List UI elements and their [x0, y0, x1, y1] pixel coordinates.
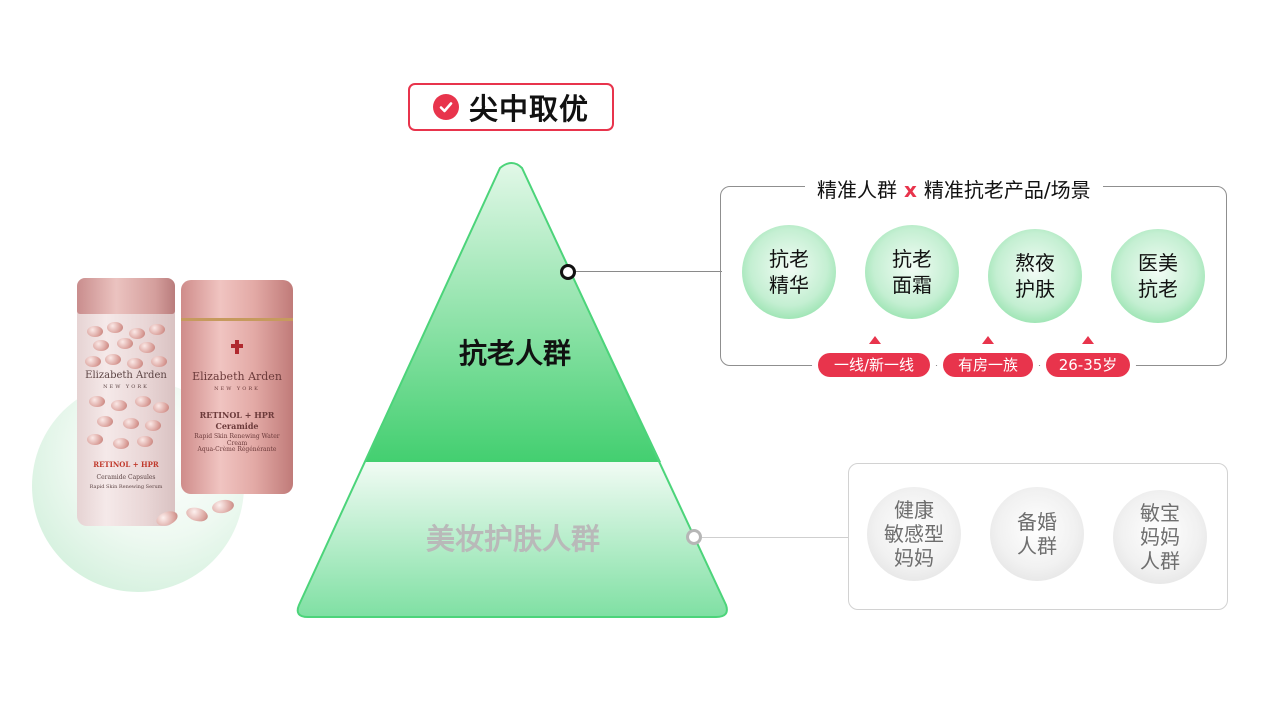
- jar-desc1: Ceramide Capsules: [96, 474, 156, 481]
- segment-circle: 敏宝 妈妈 人群: [1113, 490, 1207, 584]
- heading-right: 精准抗老产品/场景: [923, 178, 1091, 202]
- pyramid-top-label: 抗老人群: [458, 337, 571, 370]
- heading-x: x: [904, 178, 917, 202]
- pyramid-top-section: [364, 163, 661, 462]
- jar-desc1: Rapid Skin Renewing Water Cream: [194, 433, 280, 447]
- jar-line2: Ceramide: [215, 421, 259, 431]
- brand-emblem-icon: [231, 340, 243, 354]
- scene-circle: 抗老 面霜: [865, 225, 959, 319]
- segment-circle: 备婚 人群: [990, 487, 1084, 581]
- pyramid-outline: [296, 162, 728, 618]
- title-text: 尖中取优: [468, 92, 589, 126]
- jar-line: RETINOL + HPR: [93, 460, 159, 469]
- check-icon: [432, 94, 459, 120]
- audience-tag: 有房一族: [943, 353, 1033, 377]
- beauty-audience-panel: [848, 463, 1228, 610]
- jar-sub: NEW YORK: [103, 384, 149, 390]
- jar-cap: [77, 278, 175, 314]
- cream-jar-image: Elizabeth Arden NEW YORK RETINOL + HPR C…: [181, 280, 293, 494]
- scene-circle-label: 熬夜 护肤: [1015, 251, 1055, 301]
- jar-sub: NEW YORK: [214, 386, 260, 392]
- heading-left: 精准人群: [817, 178, 897, 202]
- audience-tag: 一线/新一线: [818, 353, 930, 377]
- pyramid-bottom-section: [297, 462, 727, 617]
- jar-line: RETINOL + HPR: [199, 410, 275, 420]
- segment-circle: 健康 敏感型 妈妈: [867, 487, 961, 581]
- title-badge: 尖中取优: [408, 83, 614, 131]
- segment-circle-label: 备婚 人群: [1017, 510, 1057, 558]
- segment-circle-label: 健康 敏感型 妈妈: [884, 498, 944, 570]
- audience-pyramid: [296, 162, 728, 618]
- scene-circle: 抗老 精华: [742, 225, 836, 319]
- jar-brand: Elizabeth Arden: [85, 370, 167, 381]
- scene-circle-label: 抗老 精华: [769, 247, 809, 297]
- capsule-jar-image: Elizabeth Arden NEW YORK RETINOL + HPR C…: [77, 278, 175, 526]
- jar-desc2: Aqua-Crème Régénérante: [197, 446, 277, 453]
- connector-node-bottom: [686, 529, 702, 545]
- tag-pointer: [1082, 336, 1094, 344]
- connector-line-top: [576, 271, 722, 272]
- scene-circle-label: 抗老 面霜: [892, 247, 932, 297]
- tag-pointer: [982, 336, 994, 344]
- tag-pointer: [869, 336, 881, 344]
- jar-brand: Elizabeth Arden: [192, 370, 282, 383]
- jar-desc2: Rapid Skin Renewing Serum: [89, 484, 163, 490]
- audience-tag: 26-35岁: [1046, 353, 1130, 377]
- connector-line-bottom: [702, 537, 848, 538]
- pyramid-bottom-label: 美妆护肤人群: [425, 522, 600, 556]
- connector-node-top: [560, 264, 576, 280]
- scene-circle-label: 医美 抗老: [1138, 251, 1178, 301]
- scene-circle: 医美 抗老: [1111, 229, 1205, 323]
- scene-circle: 熬夜 护肤: [988, 229, 1082, 323]
- segment-circle-label: 敏宝 妈妈 人群: [1140, 501, 1180, 573]
